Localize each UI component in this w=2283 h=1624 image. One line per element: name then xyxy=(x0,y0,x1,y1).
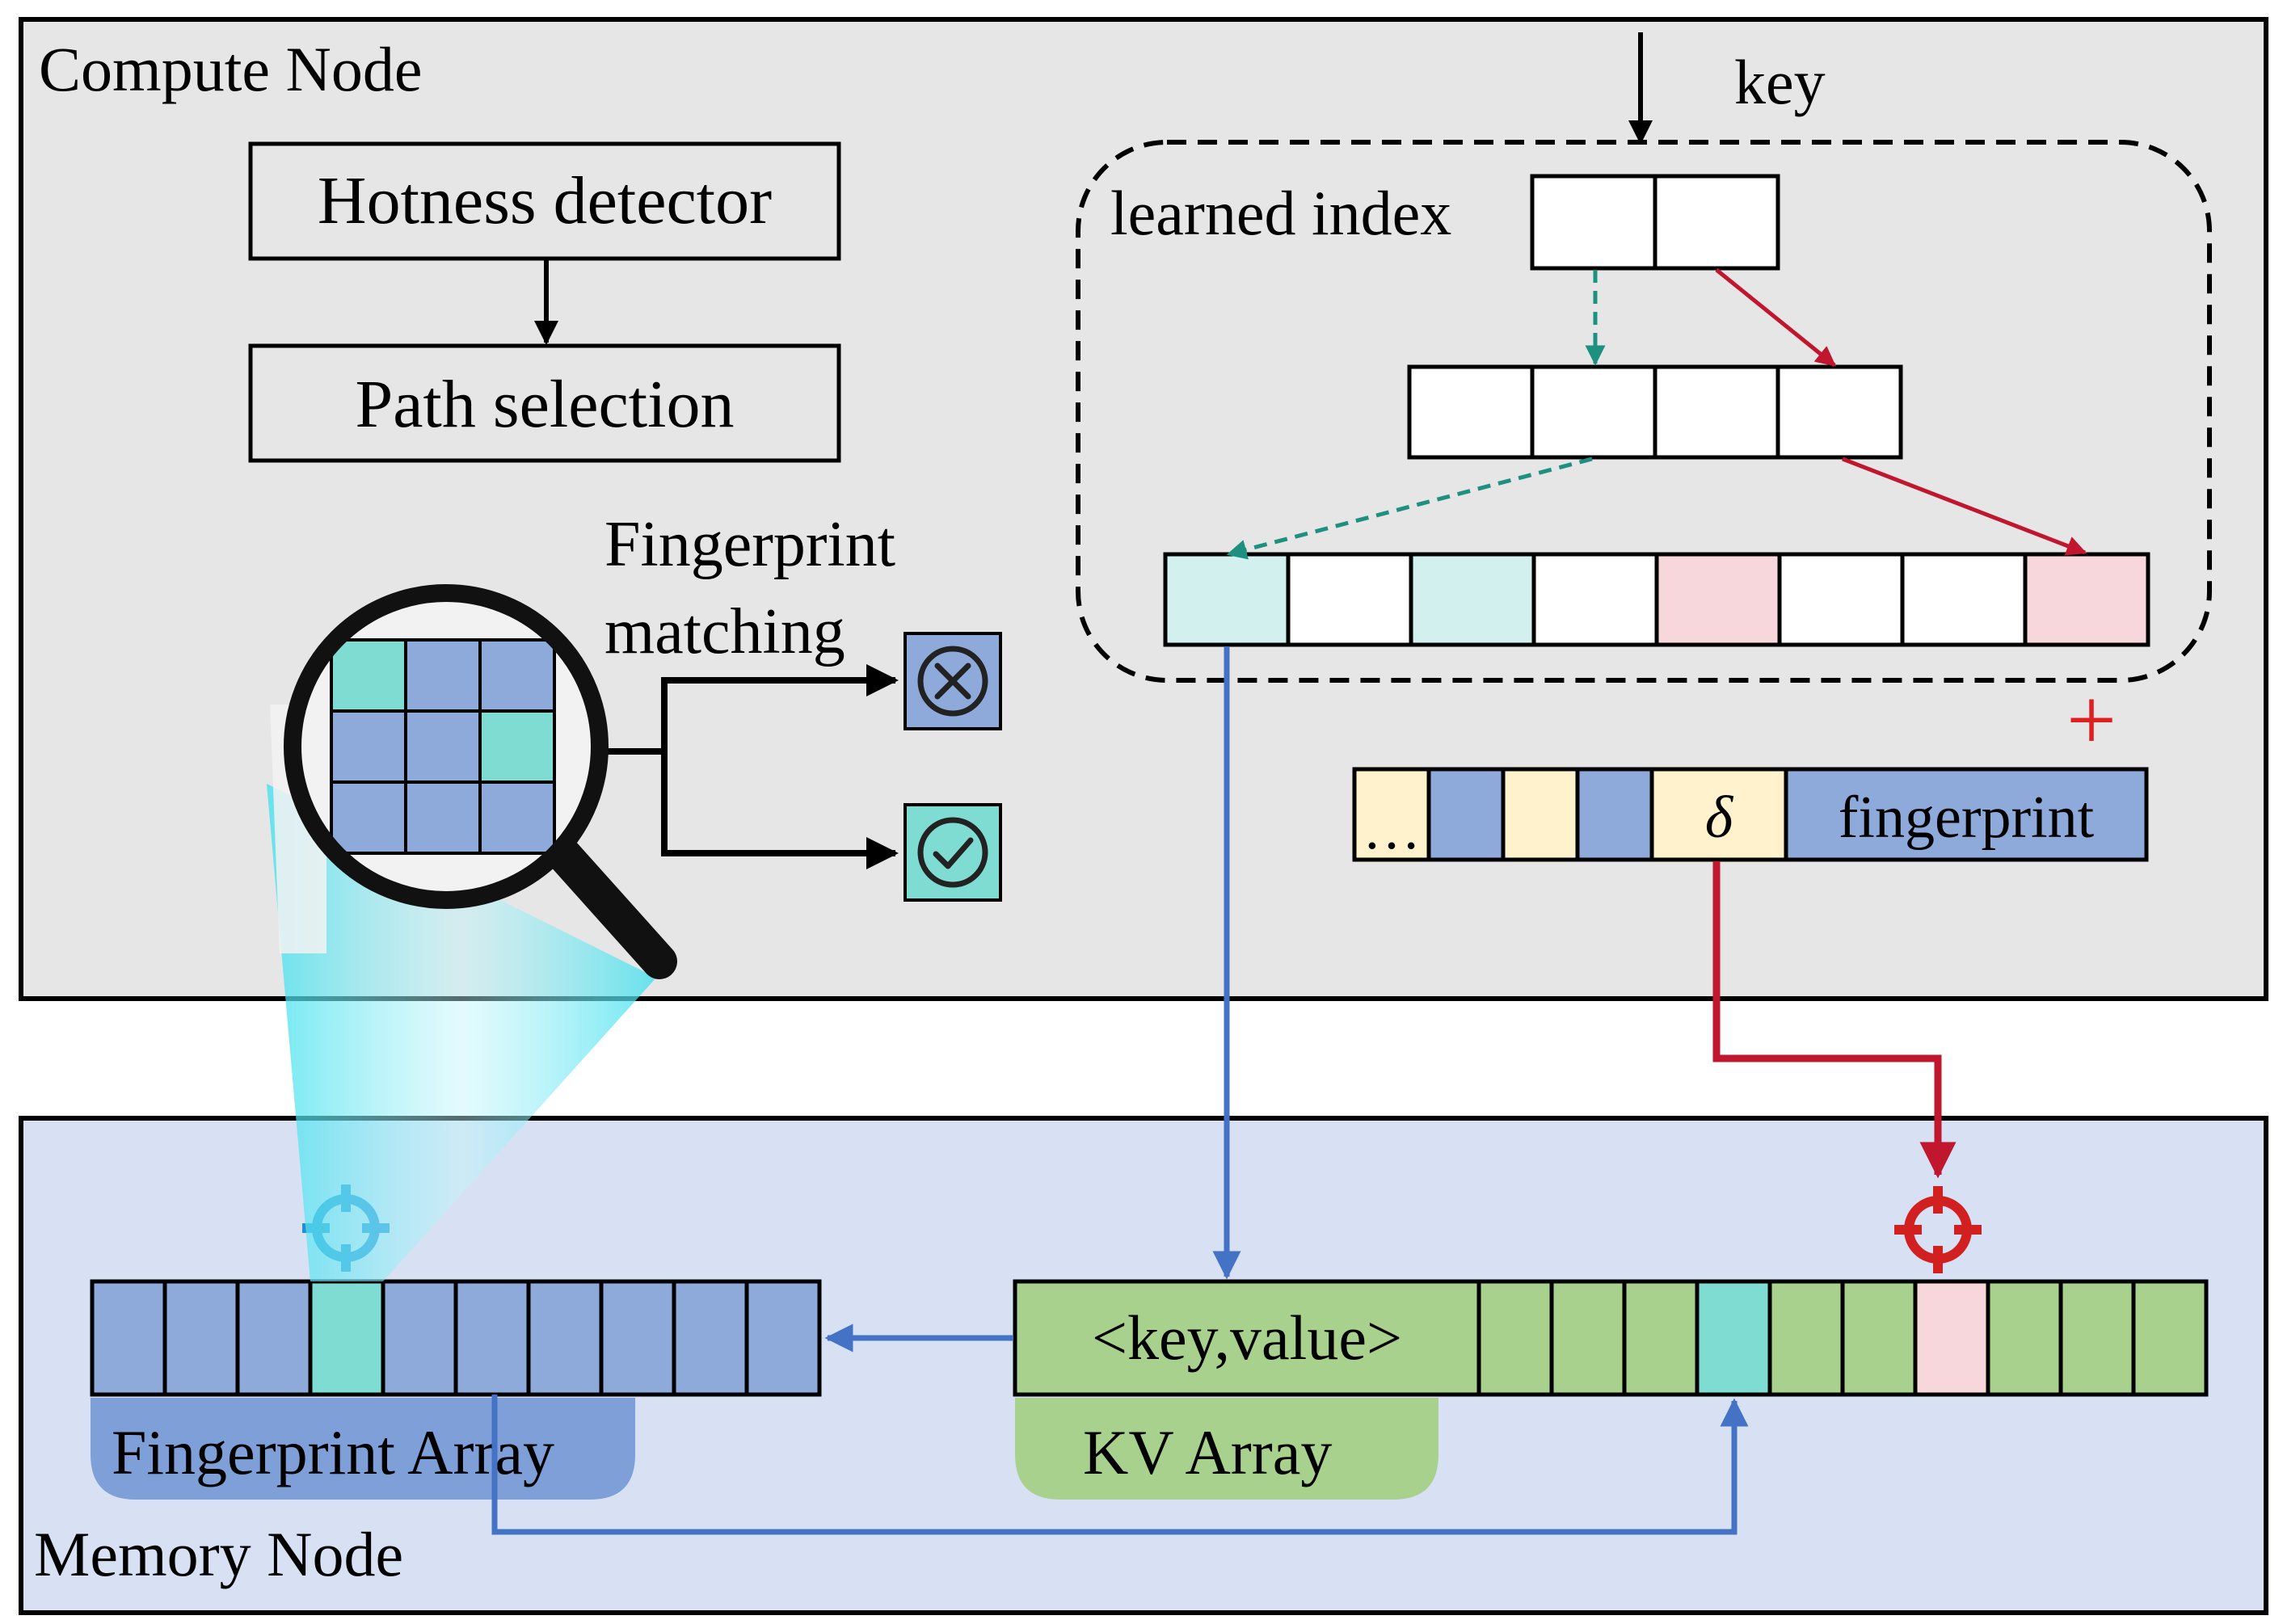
blue-connectors xyxy=(491,646,1749,1535)
kv-first-cell-label: <key,value> xyxy=(1092,1302,1402,1373)
entry-delta: δ xyxy=(1705,785,1734,851)
entry-ellipsis: … xyxy=(1363,797,1421,861)
compute-node-title: Compute Node xyxy=(39,34,422,104)
kv-array xyxy=(1013,1279,2209,1397)
crosshair-icon xyxy=(1894,1186,1982,1273)
index-leaf-node xyxy=(1163,552,2150,647)
magnifying-glass-icon xyxy=(284,584,677,979)
kv-array-label: KV Array xyxy=(1083,1417,1332,1487)
plus-sign: + xyxy=(2066,671,2117,769)
delta-to-kv-arrow xyxy=(1712,861,1957,1179)
path-selection-label: Path selection xyxy=(356,367,735,442)
kv-array-label-bg xyxy=(1015,1398,1438,1500)
fingerprint-matching-label-line2: matching xyxy=(604,596,845,667)
key-label: key xyxy=(1734,47,1826,117)
index-root-node xyxy=(1530,174,1780,271)
entry-fingerprint: fingerprint xyxy=(1839,785,2095,851)
entry-record xyxy=(1352,767,2149,862)
check-circle-icon xyxy=(904,803,1002,902)
learned-index-region xyxy=(1076,140,2212,683)
fingerprint-to-kv-arrow xyxy=(491,1395,1749,1535)
fingerprint-matching-label-line1: Fingerprint xyxy=(604,509,895,580)
fingerprint-array-label-bg xyxy=(91,1398,635,1500)
hotness-detector-label: Hotness detector xyxy=(318,163,772,238)
path-selection-box xyxy=(248,343,841,463)
teal-dashed-path xyxy=(1226,270,1606,560)
fingerprint-array xyxy=(90,1279,822,1397)
fingerprint-array-label: Fingerprint Array xyxy=(112,1417,554,1487)
x-circle-icon xyxy=(904,632,1002,730)
index-middle-node xyxy=(1407,364,1903,460)
matching-branch-arrows xyxy=(600,664,899,869)
hotness-detector-box xyxy=(248,141,841,261)
red-path xyxy=(1715,268,2087,556)
memory-node-title: Memory Node xyxy=(34,1519,403,1589)
learned-index-label: learned index xyxy=(1110,178,1451,248)
magnified-grid xyxy=(330,638,556,855)
